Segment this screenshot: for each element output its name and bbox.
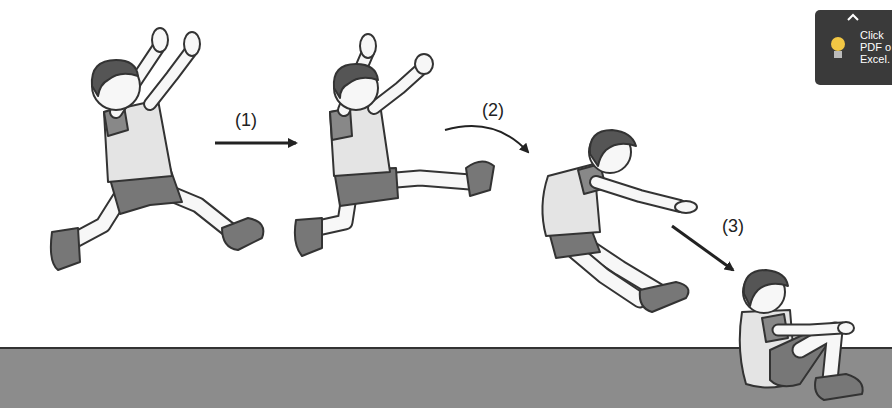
shoe bbox=[640, 282, 689, 312]
arm bbox=[374, 70, 420, 108]
bulb-icon bbox=[831, 37, 845, 51]
hair bbox=[334, 64, 378, 98]
tooltip-text: PDF o bbox=[860, 41, 891, 53]
shoe bbox=[222, 218, 263, 250]
arm bbox=[778, 328, 842, 330]
arm bbox=[596, 182, 680, 206]
jumper-reach bbox=[542, 130, 697, 312]
callout-number: (2) bbox=[482, 100, 504, 120]
shoe bbox=[295, 218, 322, 256]
phase-arrow bbox=[445, 126, 528, 152]
hair bbox=[744, 270, 788, 306]
arm bbox=[778, 328, 842, 330]
shoe bbox=[466, 161, 494, 196]
hand bbox=[184, 32, 200, 56]
tooltip-popup bbox=[815, 10, 892, 85]
jumper-flight bbox=[295, 34, 494, 256]
tooltip-text: Click bbox=[860, 29, 884, 41]
leg bbox=[800, 330, 835, 380]
phase-arrow bbox=[215, 142, 296, 145]
jumper-takeoff bbox=[51, 28, 264, 270]
leg bbox=[800, 330, 835, 380]
hand bbox=[152, 28, 168, 52]
shoe bbox=[51, 228, 80, 270]
hand bbox=[415, 54, 433, 74]
hand bbox=[360, 34, 376, 58]
caret-icon bbox=[848, 15, 858, 20]
hair bbox=[92, 60, 138, 96]
callout-number: (1) bbox=[235, 110, 257, 130]
callout-number: (3) bbox=[722, 216, 744, 236]
tooltip-box bbox=[815, 10, 892, 85]
tooltip-text: Excel. bbox=[860, 53, 890, 65]
arm bbox=[374, 70, 420, 108]
arm bbox=[150, 52, 190, 104]
hand bbox=[675, 201, 697, 213]
arm bbox=[150, 52, 190, 104]
arm bbox=[596, 182, 680, 206]
hair bbox=[590, 130, 636, 166]
bulb-base bbox=[834, 51, 842, 58]
hand bbox=[838, 322, 854, 334]
jumper-landing bbox=[740, 270, 863, 400]
shoe bbox=[815, 374, 863, 400]
